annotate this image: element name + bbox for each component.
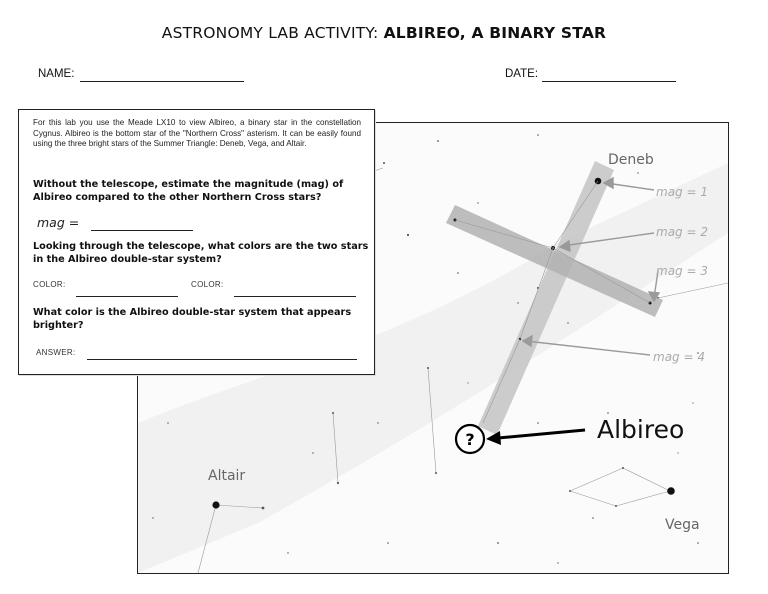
albireo-label: Albireo <box>597 415 684 444</box>
title-bold: ALBIREO, A BINARY STAR <box>383 24 607 42</box>
cross-stars <box>212 177 675 509</box>
question-3: What color is the Albireo double-star sy… <box>33 307 352 331</box>
color-label-1: COLOR: <box>33 280 66 289</box>
star-map: Deneb Altair Vega Albireo ? mag = 1 mag … <box>137 122 729 574</box>
answer-field[interactable] <box>87 359 357 360</box>
color-label-2: COLOR: <box>191 280 224 289</box>
date-field[interactable] <box>542 81 676 82</box>
color-answer-field-1[interactable] <box>76 296 178 297</box>
color-answer-field-2[interactable] <box>234 296 356 297</box>
mag-2-label: mag = 2 <box>656 225 708 239</box>
deneb-label: Deneb <box>608 152 654 168</box>
albireo-unknown-icon <box>454 423 486 455</box>
page-title: ASTRONOMY LAB ACTIVITY: ALBIREO, A BINAR… <box>0 24 768 42</box>
worksheet-box: For this lab you use the Meade LX10 to v… <box>18 109 375 375</box>
mag-1-label: mag = 1 <box>656 185 708 199</box>
mag-answer-field[interactable] <box>91 230 193 231</box>
date-label: DATE: <box>505 68 539 80</box>
intro-text: For this lab you use the Meade LX10 to v… <box>33 118 361 149</box>
question-1: Without the telescope, estimate the magn… <box>33 179 344 203</box>
magnitude-pointers <box>521 176 661 356</box>
answer-label: ANSWER: <box>36 348 76 357</box>
title-plain: ASTRONOMY LAB ACTIVITY: <box>161 24 384 42</box>
albireo-question-mark: ? <box>465 430 474 449</box>
cross-lines <box>454 180 651 424</box>
mag-label: mag = <box>37 215 80 230</box>
albireo-pointer <box>486 428 586 445</box>
mag-3-label: mag = 3 <box>656 264 708 278</box>
question-2: Looking through the telescope, what colo… <box>33 241 369 265</box>
vega-label: Vega <box>665 517 700 533</box>
star-map-svg: Deneb Altair Vega Albireo ? mag = 1 mag … <box>138 127 728 573</box>
name-label: NAME: <box>38 68 75 80</box>
altair-label: Altair <box>208 468 245 484</box>
mag-4-label: mag = 4 <box>653 350 705 364</box>
cross-vertical-bar <box>478 161 614 435</box>
name-field[interactable] <box>80 81 244 82</box>
